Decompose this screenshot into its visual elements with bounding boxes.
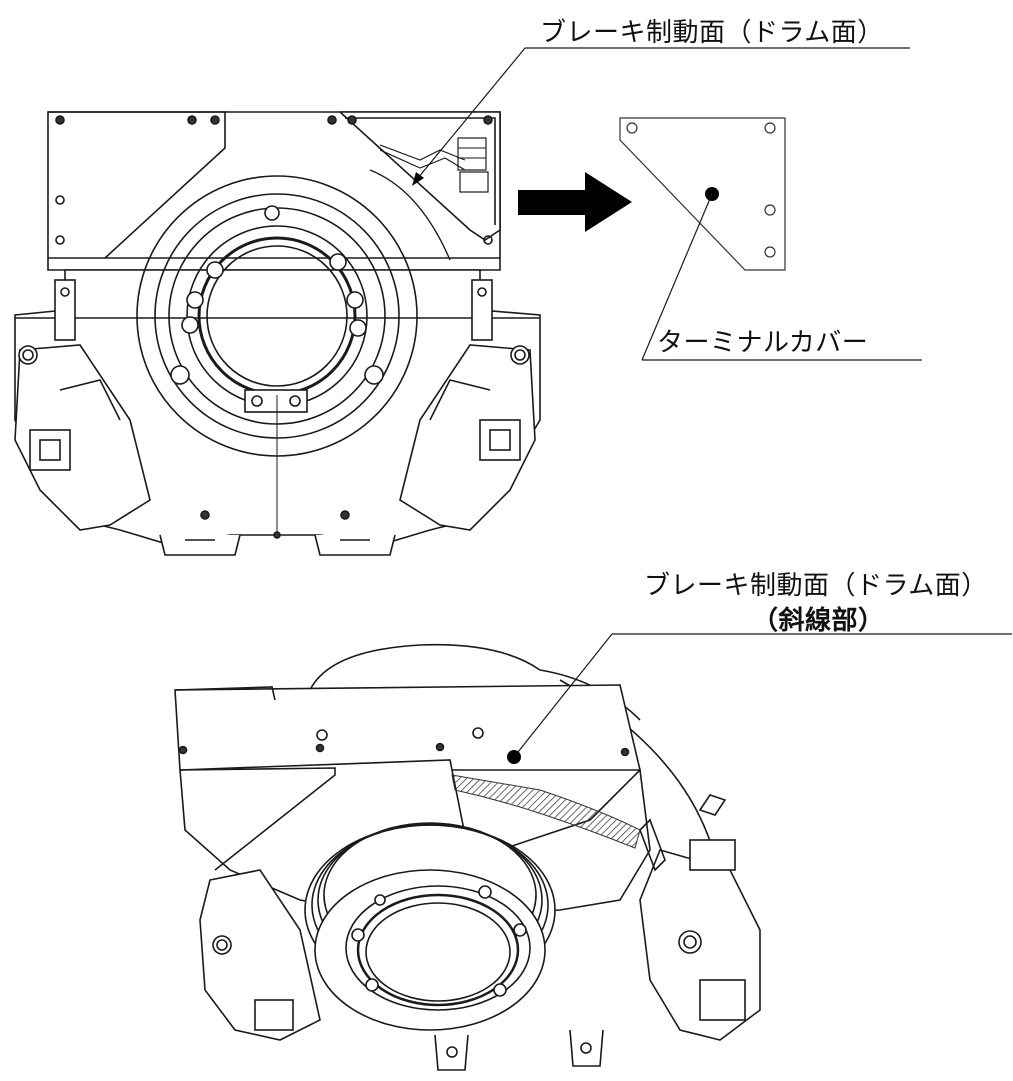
brake-surface-label-bottom: ブレーキ制動面（ドラム面） (644, 571, 988, 601)
brake-surface-label-top: ブレーキ制動面（ドラム面） (540, 18, 884, 48)
leader-arrowhead (412, 172, 424, 186)
brake-surface-leader-top (417, 47, 910, 179)
hatched-part-label: （斜線部） (752, 606, 885, 636)
terminal-cover-part (619, 117, 786, 271)
brake-surface-pointer-dot (507, 750, 521, 764)
terminal-cover-leader (641, 193, 922, 361)
direction-arrow (518, 172, 632, 232)
front-view-unit (14, 111, 541, 556)
isometric-view-unit (174, 643, 761, 1071)
terminal-cover-label: ターミナルカバー (657, 328, 869, 358)
brake-surface-leader-bottom (513, 633, 1012, 758)
